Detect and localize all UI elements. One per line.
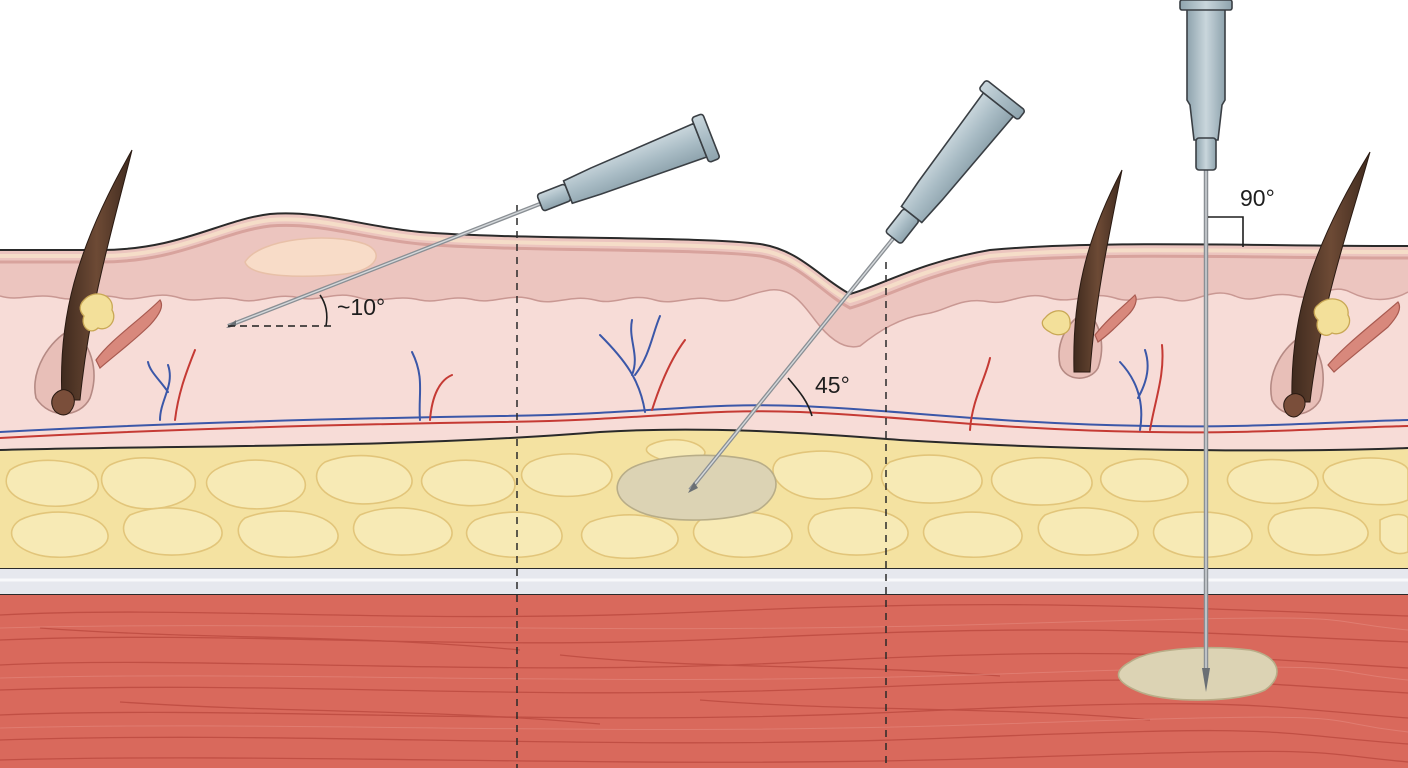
intramuscular-angle-label: 90° bbox=[1240, 185, 1275, 211]
arrector-pili-muscle-icon bbox=[95, 299, 163, 369]
blood-vessels bbox=[0, 315, 1408, 439]
fascia-layer bbox=[0, 567, 1408, 594]
intramuscular-syringe bbox=[1179, 0, 1244, 692]
subcutaneous-syringe bbox=[688, 80, 1026, 493]
intradermal-bleb bbox=[244, 237, 377, 277]
intradermal-syringe bbox=[226, 113, 720, 328]
hair-follicle-left bbox=[34, 149, 163, 416]
subcutaneous-fat-layer bbox=[0, 429, 1408, 568]
column-separators bbox=[516, 205, 887, 768]
intradermal-angle-label: ~10° bbox=[337, 294, 386, 320]
hair-follicle-middle bbox=[1041, 169, 1137, 379]
subcutaneous-angle-label: 45° bbox=[815, 372, 850, 398]
hair-follicle-right bbox=[1270, 151, 1401, 418]
intramuscular-syringe-hub bbox=[1186, 0, 1226, 141]
intramuscular-fluid-deposit bbox=[1117, 646, 1278, 701]
sebaceous-gland-icon bbox=[79, 293, 115, 332]
